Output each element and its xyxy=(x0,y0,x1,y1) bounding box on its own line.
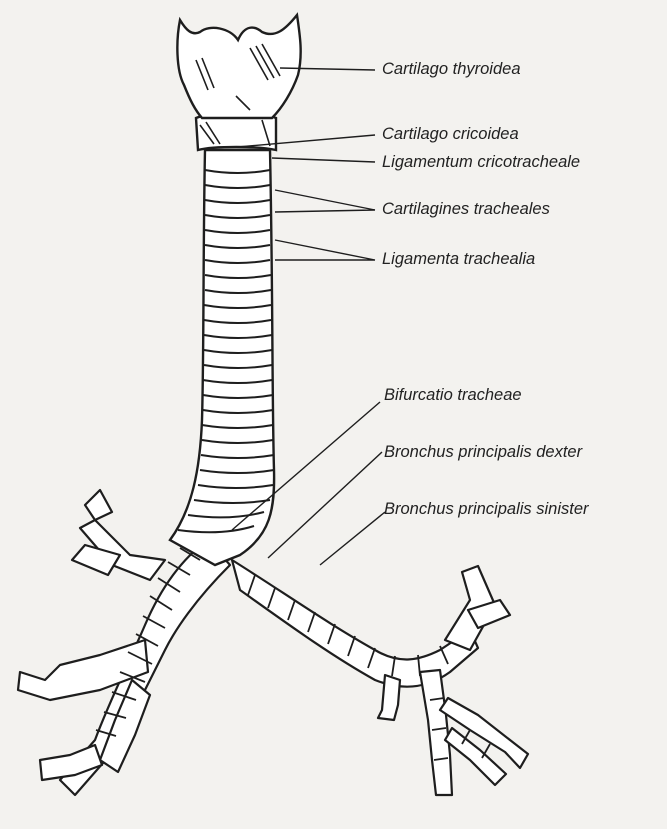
label-bronchus-dexter: Bronchus principalis dexter xyxy=(384,443,582,462)
left-bronchial-tree xyxy=(232,560,528,795)
thyroid-cartilage xyxy=(177,15,300,118)
label-bronchus-sinister: Bronchus principalis sinister xyxy=(384,500,589,519)
label-cartilago-cricoidea: Cartilago cricoidea xyxy=(382,125,519,144)
label-ligamenta-trachealia: Ligamenta trachealia xyxy=(382,250,535,269)
label-bifurcatio-tracheae: Bifurcatio tracheae xyxy=(384,386,522,405)
label-cartilagines-tracheales: Cartilagines tracheales xyxy=(382,200,550,219)
label-cartilago-thyroidea: Cartilago thyroidea xyxy=(382,60,521,79)
label-ligamentum-cricotracheale: Ligamentum cricotracheale xyxy=(382,153,580,172)
